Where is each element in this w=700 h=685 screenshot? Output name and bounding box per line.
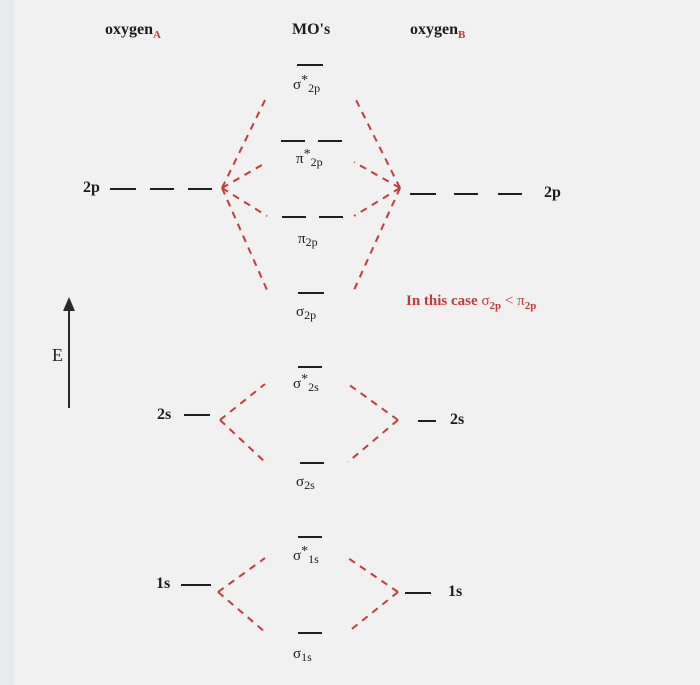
mo-pi-star-2p-level: [281, 140, 305, 142]
energy-axis-label: E: [52, 345, 63, 365]
right-2p-orbital: [498, 193, 522, 195]
corr-line-1s-right-up: [347, 557, 399, 593]
header-oxygen-b: oxygenB: [410, 21, 466, 41]
corr-line-2s-left-down: [219, 419, 266, 463]
mo-pi-2p-level: [319, 216, 343, 218]
mo-label-sigma-2p: σ2p: [296, 304, 317, 322]
left-2p-orbital: [150, 188, 174, 190]
mo-label-sigma-star-1s: σ*1s: [293, 544, 319, 566]
mo-sigma-star-2s-level: [298, 366, 322, 368]
right-1s-orbital: [405, 592, 431, 594]
corr-line-2p-right-sigma: [353, 187, 401, 291]
left-2s-label: 2s: [157, 406, 172, 423]
mo-label-sigma-star-2s: σ*2s: [293, 372, 319, 394]
corr-line-1s-right-down: [347, 591, 399, 633]
left-2p-orbital: [110, 188, 136, 190]
right-2p-orbital: [410, 193, 436, 195]
corr-line-2s-right-up: [347, 383, 399, 421]
corr-line-2p-left-sigma-star: [221, 95, 268, 189]
right-1s-label: 1s: [448, 583, 463, 600]
left-1s-label: 1s: [156, 575, 171, 592]
corr-line-2s-right-down: [347, 419, 399, 463]
mo-label-pi-star-2p: π*2p: [296, 147, 323, 169]
right-2s-orbital: [418, 420, 436, 422]
corr-line-2p-right-sigma-star: [353, 95, 401, 189]
mo-label-sigma-2s: σ2s: [296, 474, 315, 492]
corr-line-2p-right-pi-star: [353, 161, 401, 189]
mo-label-pi-2p: π2p: [298, 231, 318, 249]
corr-line-2p-left-sigma: [221, 187, 268, 291]
left-2p-label: 2p: [83, 179, 100, 196]
corr-line-1s-left-up: [217, 557, 266, 593]
energy-arrow: [63, 297, 75, 408]
right-2s-label: 2s: [450, 411, 465, 428]
left-1s-orbital: [181, 584, 211, 586]
mo-label-sigma-1s: σ1s: [293, 646, 312, 664]
header-mos: MO's: [292, 21, 331, 38]
left-2s-orbital: [184, 414, 210, 416]
corr-line-2s-left-up: [219, 383, 266, 421]
corr-line-2p-right-pi: [353, 187, 401, 217]
mo-pi-2p-level: [282, 216, 306, 218]
diagram-background: [14, 0, 700, 685]
left-2p-orbital: [188, 188, 212, 190]
corr-line-2p-left-pi: [221, 187, 268, 217]
header-oxygen-a: oxygenA: [105, 21, 161, 41]
mo-sigma-1s-level: [298, 632, 322, 634]
mo-sigma-2s-level: [300, 462, 324, 464]
right-2p-label: 2p: [544, 184, 561, 201]
ordering-note: In this case σ2p < π2p: [406, 293, 537, 312]
right-2p-orbital: [454, 193, 478, 195]
corr-line-2p-left-pi-star: [221, 161, 268, 189]
mo-sigma-2p-level: [298, 292, 324, 294]
mo-sigma-star-1s-level: [298, 536, 322, 538]
mo-label-sigma-star-2p: σ*2p: [293, 73, 321, 95]
mo-pi-star-2p-level: [318, 140, 342, 142]
mo-sigma-star-2p-level: [297, 64, 323, 66]
corr-line-1s-left-down: [217, 591, 266, 633]
